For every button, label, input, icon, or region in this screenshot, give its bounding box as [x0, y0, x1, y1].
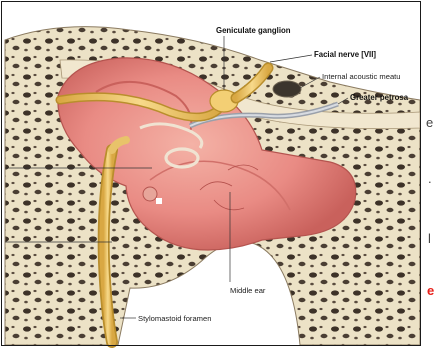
ossicle-head: [143, 187, 157, 201]
label-geniculate-ganglion: Geniculate ganglion: [216, 26, 291, 35]
leader-facial-nerve: [270, 55, 312, 62]
label-middle-ear: Middle ear: [230, 286, 266, 295]
label-greater-petrosal: Greater petrosa: [350, 93, 409, 102]
internal-acoustic-meatus: [273, 81, 301, 97]
label-internal-acoustic-meatus: Internal acoustic meatu: [322, 72, 401, 81]
edge-text-fragment-red: e: [427, 284, 434, 297]
label-stylomastoid-foramen: Stylomastoid foramen: [138, 314, 211, 323]
edge-text-fragment: l: [428, 232, 431, 245]
white-marker: [156, 198, 162, 204]
edge-text-fragment: .: [428, 172, 432, 185]
label-facial-nerve: Facial nerve [VII]: [314, 50, 376, 59]
edge-text-fragment: e: [426, 116, 433, 129]
